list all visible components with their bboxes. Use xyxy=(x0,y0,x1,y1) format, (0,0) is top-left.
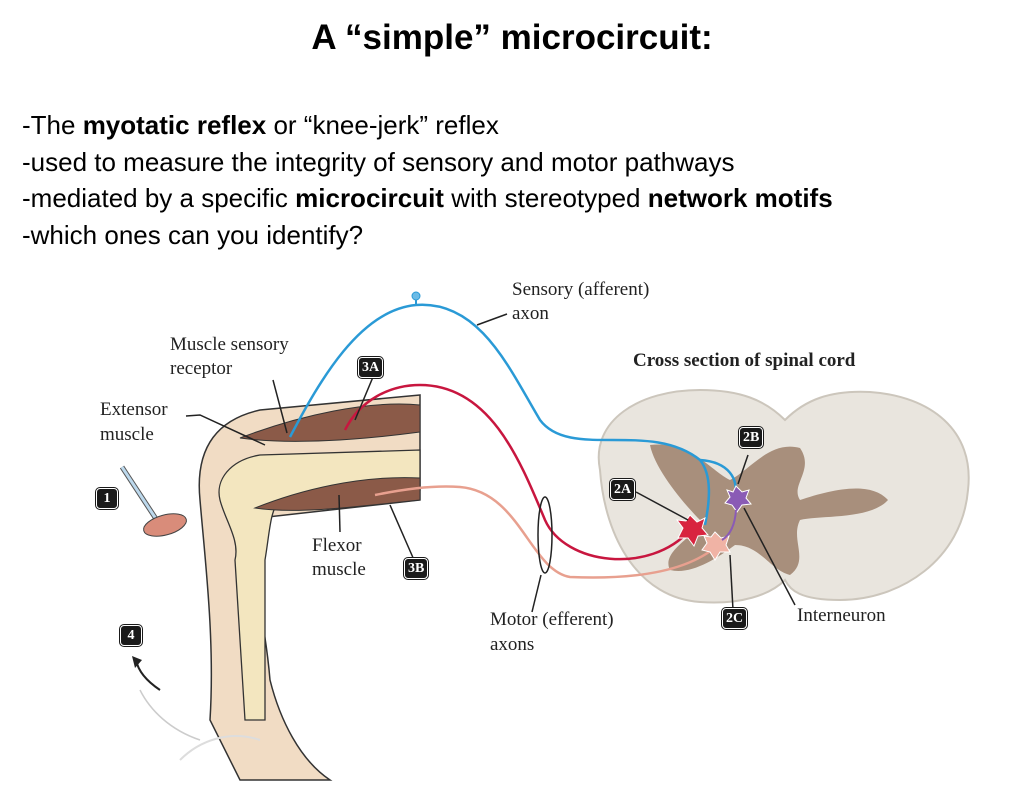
spinal-cord-cross-section xyxy=(597,388,970,604)
text: or “knee-jerk” reflex xyxy=(266,110,499,140)
badge-2a: 2A xyxy=(610,479,636,500)
badge-3a: 3A xyxy=(358,357,384,378)
leg-motion-arrow-icon xyxy=(135,659,161,691)
label-extensor: Extensor xyxy=(100,399,168,420)
bold-term: myotatic reflex xyxy=(82,110,267,140)
badge-2b: 2B xyxy=(739,427,764,448)
bullet-3: -mediated by a specific microcircuit wit… xyxy=(22,183,833,214)
bullet-2: -used to measure the integrity of sensor… xyxy=(22,147,734,178)
leader-lines xyxy=(185,313,796,613)
axon-bundle-ring xyxy=(537,496,553,574)
text: -used to measure the integrity of sensor… xyxy=(22,147,735,177)
badge-4: 4 xyxy=(120,625,142,646)
leg-illustration xyxy=(139,394,421,781)
label-receptor: receptor xyxy=(170,358,233,379)
bold-term: microcircuit xyxy=(295,183,444,213)
label-sensory-afferent: Sensory (afferent) xyxy=(512,279,650,300)
text: -The xyxy=(22,110,83,140)
label-cross-section: Cross section of spinal cord xyxy=(633,350,856,371)
label-muscle-sensory: Muscle sensory xyxy=(170,334,289,355)
text: -which ones can you identify? xyxy=(22,220,364,250)
badge-2c: 2C xyxy=(722,608,748,629)
slide-title: A “simple” microcircuit: xyxy=(311,18,713,57)
label-interneuron: Interneuron xyxy=(797,605,886,626)
label-extensor-muscle: muscle xyxy=(100,424,154,445)
label-motor-axons: axons xyxy=(490,634,535,655)
cell-body-icon xyxy=(411,291,421,301)
interneuron xyxy=(724,485,752,513)
bullet-1: -The myotatic reflex or “knee-jerk” refl… xyxy=(22,110,499,141)
label-motor-efferent: Motor (efferent) xyxy=(490,609,614,630)
reflex-hammer-icon xyxy=(119,465,187,537)
bold-term: network motifs xyxy=(647,183,833,213)
label-flexor: Flexor xyxy=(312,535,362,556)
bullet-4: -which ones can you identify? xyxy=(22,220,363,251)
text: -mediated by a specific xyxy=(22,183,296,213)
arrow-head-icon xyxy=(132,656,142,668)
badge-3b: 3B xyxy=(404,558,429,579)
motor-axon-flexor xyxy=(374,485,719,579)
motor-neuron-extensor xyxy=(675,514,710,548)
label-sensory-axon: axon xyxy=(512,303,549,324)
text: with stereotyped xyxy=(443,183,648,213)
label-flexor-muscle: muscle xyxy=(312,559,366,580)
motor-axon-extensor xyxy=(343,383,691,561)
badge-1: 1 xyxy=(96,488,118,509)
